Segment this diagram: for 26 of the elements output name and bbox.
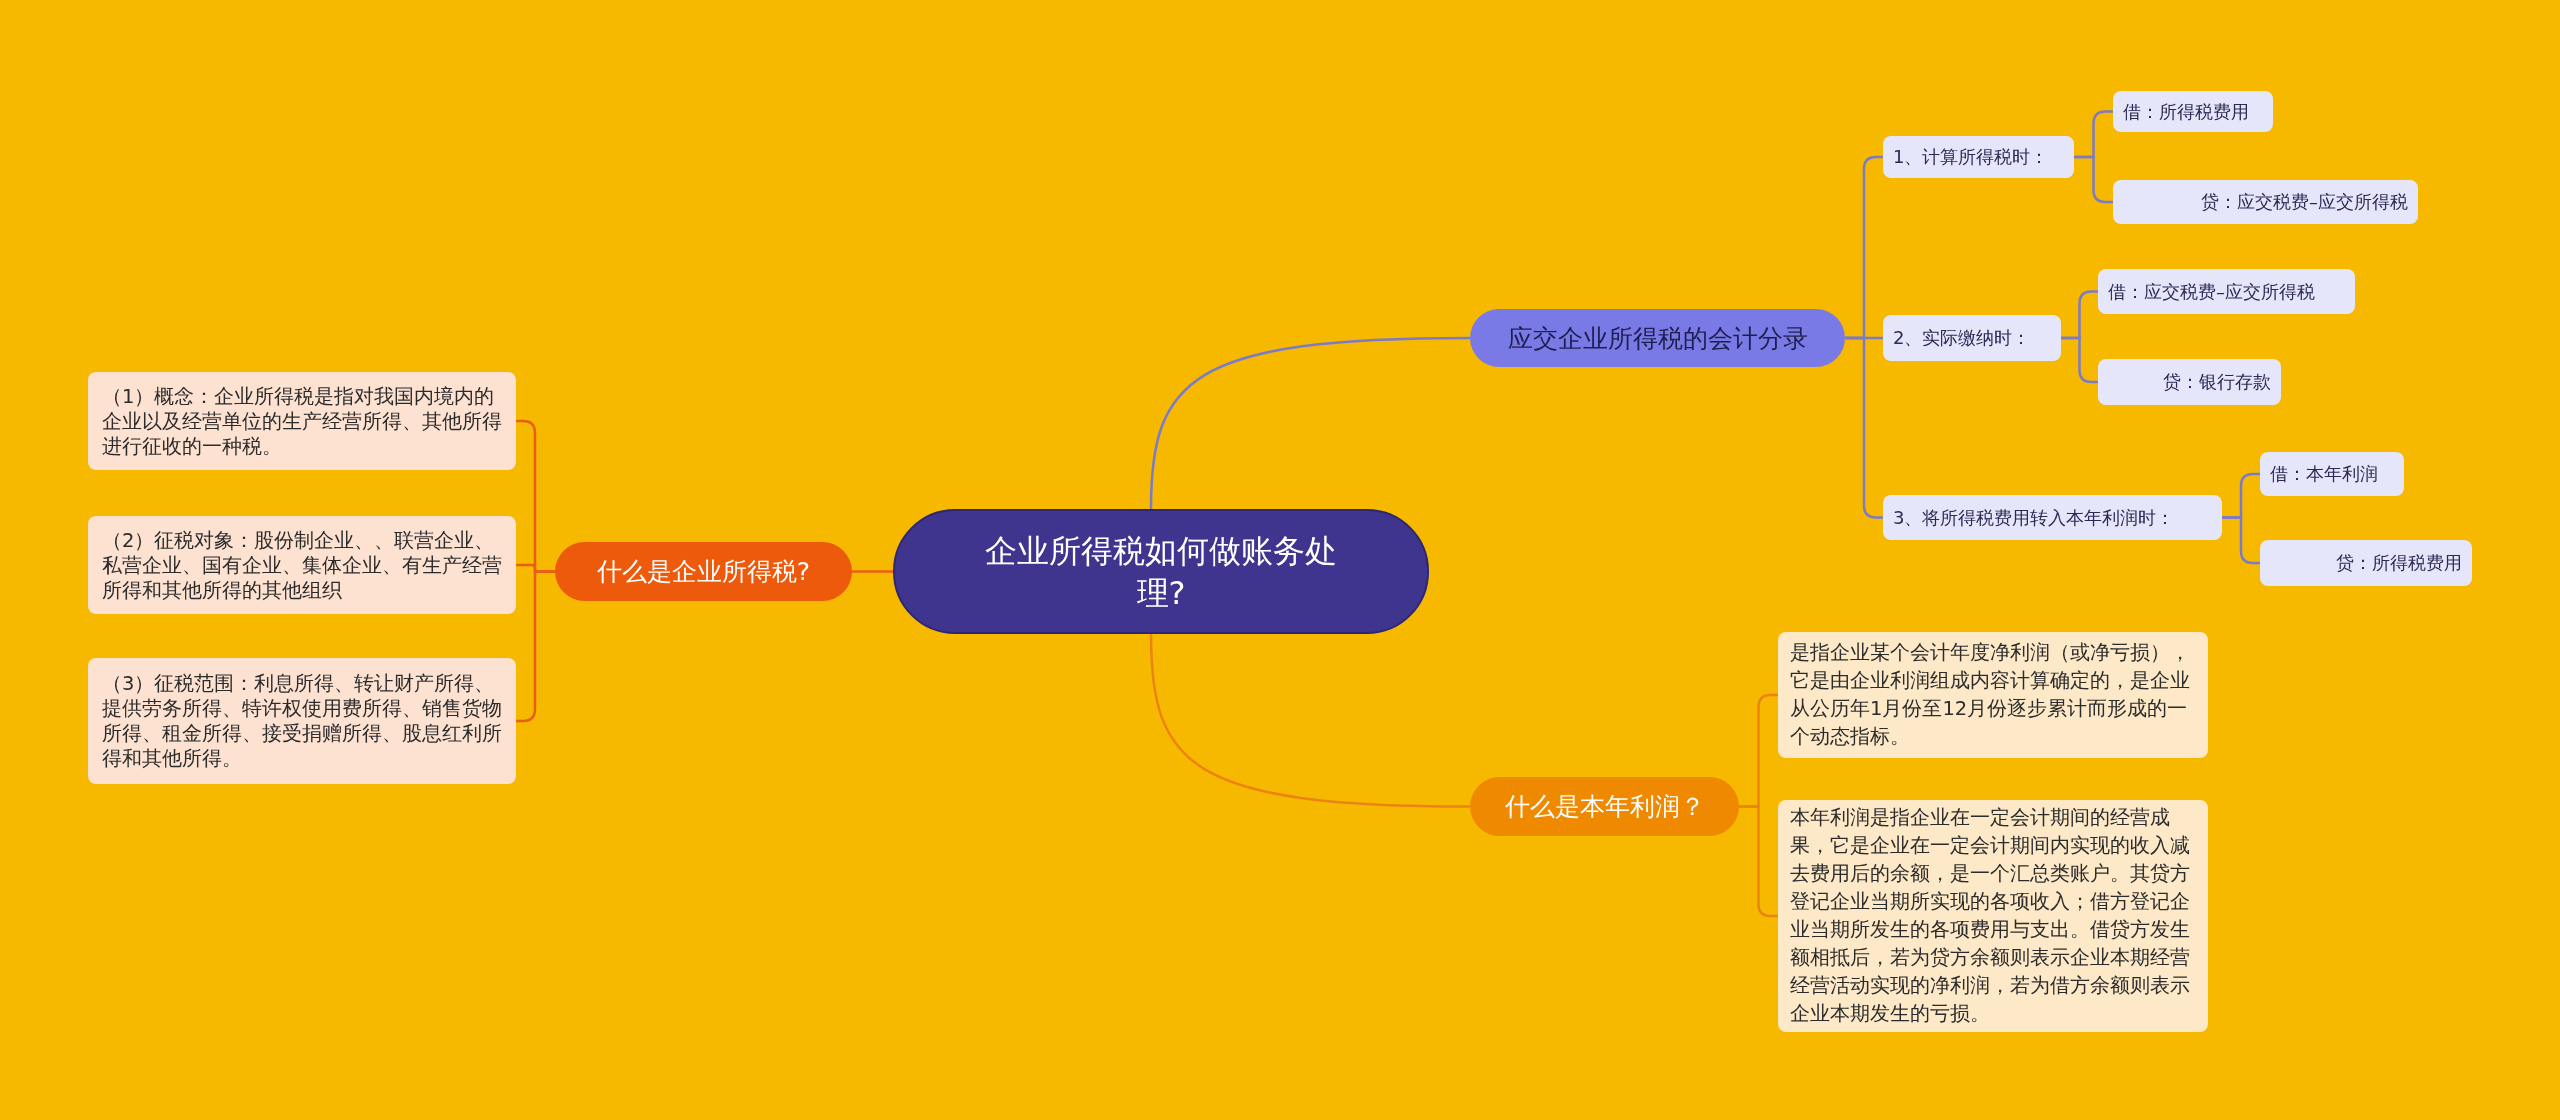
connector-line xyxy=(852,570,893,573)
connector-line xyxy=(2222,516,2260,565)
connector-line xyxy=(2074,155,2113,204)
branch-topic: 什么是本年利润？ xyxy=(1470,777,1739,836)
connector-line xyxy=(1739,805,1778,918)
note-box: 本年利润是指企业在一定会计期间的经营成果，它是企业在一定会计期间内实现的收入减去费用后的余额，是一个汇总类账户。其贷方登记企业当期所实现的各项收入；借方登记企业当期所发生的各项费用与支出。借贷方发生额相抵后，若为贷方余额则表示企业本期经营经营活动实现的净利润，若为借方余额则表示企业本期发生的亏损。 xyxy=(1778,800,2208,1032)
connector-line xyxy=(1149,336,1470,510)
note-box: （2）征税对象：股份制企业、、联营企业、私营企业、国有企业、集体企业、有生产经营所得和其他所得的其他组织 xyxy=(88,516,516,614)
connector-line xyxy=(1149,633,1470,808)
subtopic-box: 贷：所得税费用 xyxy=(2260,540,2472,586)
central-topic: 企业所得税如何做账务处理? xyxy=(893,509,1429,634)
branch-topic: 应交企业所得税的会计分录 xyxy=(1470,309,1845,367)
connector-line xyxy=(1845,336,1883,519)
branch-topic: 什么是企业所得税? xyxy=(555,542,852,601)
subtopic-box: 2、实际缴纳时： xyxy=(1883,315,2061,361)
note-box: （1）概念：企业所得税是指对我国内境内的企业以及经营单位的生产经营所得、其他所得进行征收的一种税。 xyxy=(88,372,516,470)
note-box: （3）征税范围：利息所得、转让财产所得、提供劳务所得、特许权使用费所得、销售货物所得、租金所得、接受捐赠所得、股息红利所得和其他所得。 xyxy=(88,658,516,784)
subtopic-box: 借：所得税费用 xyxy=(2113,91,2273,132)
subtopic-box: 贷：银行存款 xyxy=(2098,359,2281,405)
note-box: 是指企业某个会计年度净利润（或净亏损），它是由企业利润组成内容计算确定的，是企业从公历年1月份至12月份逐步累计而形成的一个动态指标。 xyxy=(1778,632,2208,758)
subtopic-box: 借：本年利润 xyxy=(2260,452,2404,496)
connector-line xyxy=(2061,336,2098,384)
subtopic-box: 1、计算所得税时： xyxy=(1883,136,2074,178)
subtopic-box: 借：应交税费–应交所得税 xyxy=(2098,269,2355,314)
subtopic-box: 3、将所得税费用转入本年利润时： xyxy=(1883,495,2222,540)
subtopic-box: 贷：应交税费–应交所得税 xyxy=(2113,180,2418,224)
